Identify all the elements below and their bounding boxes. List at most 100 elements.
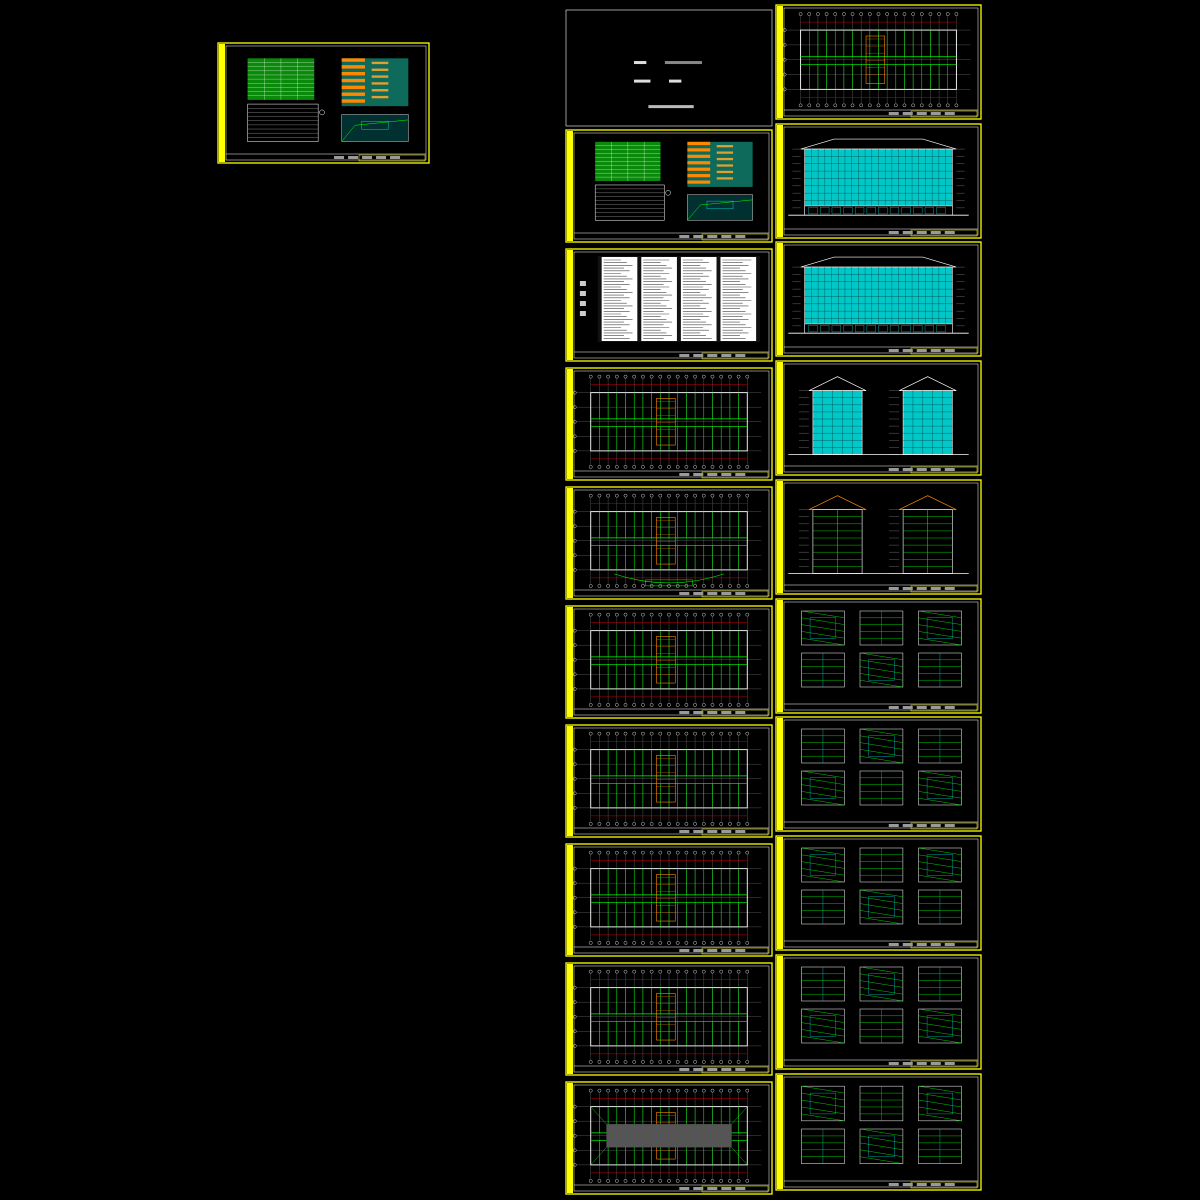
left-sheet-6: [565, 724, 773, 838]
sheet-border: [573, 132, 770, 240]
detail-box: [918, 1085, 962, 1122]
detail-box: [918, 847, 962, 883]
detail-box: [859, 1128, 904, 1164]
stair-core: [656, 517, 676, 565]
door-window-table: [247, 103, 319, 142]
right-sheet-10: [775, 1073, 982, 1191]
left-sheet-2: [565, 248, 773, 362]
binding-strip: [567, 1083, 573, 1193]
sheet-border: [573, 489, 770, 597]
sheet-border: [783, 7, 979, 117]
cover-line-b: [669, 79, 682, 83]
roof-area: [606, 1124, 732, 1148]
detail-box: [859, 889, 904, 925]
sheet-frame: [775, 479, 982, 595]
sheet-border: [783, 482, 979, 592]
binding-strip: [777, 362, 783, 474]
right-sheet-8: [775, 835, 982, 951]
detail-box: [801, 770, 845, 806]
binding-strip: [777, 243, 783, 355]
sheet-border: [783, 719, 979, 829]
right-sheet-1: [775, 4, 982, 120]
detail-box: [859, 652, 904, 688]
detail-box: [859, 728, 904, 764]
binding-strip: [567, 369, 573, 479]
detail-box: [918, 610, 962, 646]
detail-box: [801, 847, 845, 883]
binding-strip: [777, 956, 783, 1068]
detail-box: [918, 770, 962, 806]
sheet-border: [573, 251, 770, 359]
sheet-border: [783, 126, 979, 236]
binding-strip: [777, 718, 783, 830]
sheet-border: [783, 244, 979, 354]
detail-box: [801, 1008, 845, 1044]
left-sheet-7: [565, 843, 773, 957]
sheet-frame: [775, 716, 982, 832]
binding-strip: [567, 964, 573, 1074]
sheet-border: [225, 45, 427, 161]
right-sheet-9: [775, 954, 982, 1070]
side-facade: [812, 390, 863, 455]
binding-strip: [567, 131, 573, 241]
binding-strip: [777, 125, 783, 237]
stair-core: [656, 755, 676, 803]
binding-strip: [777, 837, 783, 949]
binding-strip: [567, 607, 573, 717]
left-sheet-1: [565, 129, 773, 243]
notes-column: [641, 257, 677, 341]
sheet-border: [783, 601, 979, 711]
sheet-border: [573, 846, 770, 954]
detail-box: [801, 610, 845, 646]
binding-strip: [777, 1075, 783, 1189]
notes-column: [601, 257, 638, 341]
notes-column: [680, 257, 717, 341]
sheet-frame: [775, 954, 982, 1070]
north-arrow-icon: [665, 190, 671, 196]
right-sheet-4: [775, 360, 982, 476]
stair-core: [865, 35, 886, 84]
cover-sheet: [565, 9, 773, 127]
title-block: [358, 154, 426, 162]
right-sheet-5: [775, 479, 982, 595]
stair-core: [656, 636, 676, 684]
sheet-border: [573, 727, 770, 835]
binding-strip: [777, 600, 783, 712]
binding-strip: [567, 845, 573, 955]
detail-box: [859, 966, 904, 1002]
sheet-border: [573, 965, 770, 1073]
detail-box: [801, 1085, 845, 1122]
cover-title-b: [664, 61, 702, 65]
left-sheet-8: [565, 962, 773, 1076]
overview-sheet: [217, 42, 430, 164]
left-sheet-9: [565, 1081, 773, 1195]
right-sheet-7: [775, 716, 982, 832]
cover-title-a: [633, 61, 647, 65]
binding-strip: [567, 250, 573, 360]
left-sheet-5: [565, 605, 773, 719]
sheet-border: [573, 608, 770, 716]
sheet-border: [783, 838, 979, 948]
notes-column: [720, 257, 757, 341]
stair-core: [656, 398, 676, 446]
drawing-sheets: [217, 4, 982, 1195]
binding-strip: [567, 726, 573, 836]
right-sheet-3: [775, 241, 982, 357]
binding-strip: [567, 488, 573, 598]
entrance-canopy: [614, 573, 724, 584]
site-plan: [687, 194, 753, 221]
cover-line-a: [633, 79, 651, 83]
right-sheet-6: [775, 598, 982, 714]
sheet-border: [783, 363, 979, 473]
binding-strip: [777, 6, 783, 118]
site-plan: [341, 114, 409, 142]
sheet-border: [783, 1076, 979, 1188]
cover-border: [565, 9, 773, 127]
door-window-table: [594, 184, 665, 221]
binding-strip: [777, 481, 783, 593]
sheet-border: [573, 370, 770, 478]
cover-footer: [648, 105, 694, 109]
right-sheet-2: [775, 123, 982, 239]
stair-core: [656, 993, 676, 1041]
